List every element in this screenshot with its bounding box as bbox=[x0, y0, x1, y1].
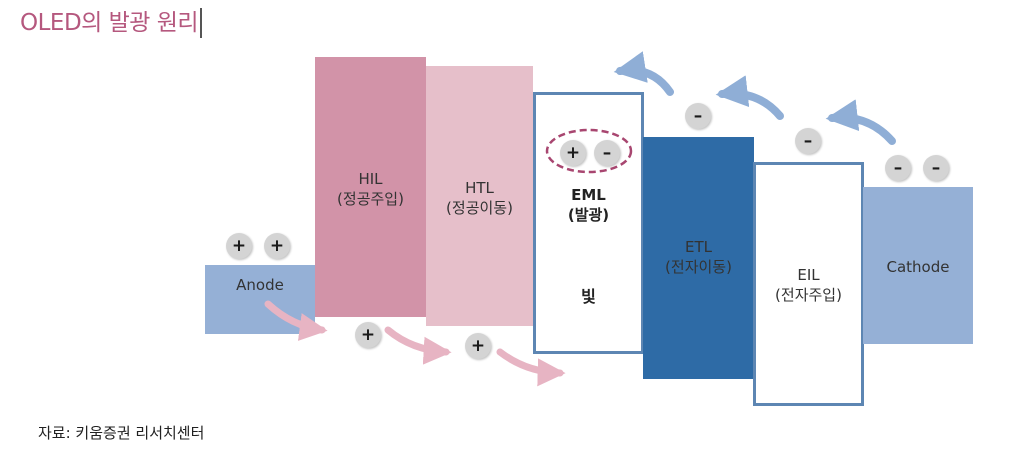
hole-arrow-3 bbox=[496, 348, 566, 387]
eil-label: EIL bbox=[797, 266, 820, 284]
electron-arrow-2 bbox=[715, 75, 784, 120]
eil-layer: EIL (전자주입) bbox=[753, 162, 864, 406]
htl-layer: HTL (정공이동) bbox=[426, 66, 533, 326]
hil-layer: HIL (정공주입) bbox=[315, 57, 426, 317]
anode-label: Anode bbox=[236, 276, 284, 294]
hil-label: HIL bbox=[358, 170, 383, 188]
cathode-label: Cathode bbox=[886, 258, 950, 276]
hil-role: (정공주입) bbox=[337, 190, 404, 208]
electron-arrow-1 bbox=[825, 99, 896, 145]
htl-role: (정공이동) bbox=[446, 199, 513, 217]
htl-label: HTL bbox=[465, 179, 494, 197]
electron-charge-eml: – bbox=[594, 140, 620, 166]
eil-role: (전자주입) bbox=[775, 286, 842, 304]
etl-role: (전자이동) bbox=[665, 258, 732, 276]
light-label: 빛 bbox=[581, 287, 596, 306]
electron-charge: – bbox=[923, 155, 949, 181]
hole-charge-eml: + bbox=[560, 140, 586, 166]
hole-charge: + bbox=[264, 233, 290, 259]
page-title: OLED의 발광 원리 bbox=[20, 8, 203, 38]
eml-role: (발광) bbox=[567, 206, 610, 224]
electron-charge: – bbox=[885, 155, 911, 181]
cathode-layer: Cathode bbox=[863, 187, 973, 344]
eml-layer: EML (발광) 빛 bbox=[533, 92, 644, 354]
electron-charge: – bbox=[685, 103, 711, 129]
eml-label: EML bbox=[571, 186, 606, 204]
etl-label: ETL bbox=[685, 238, 712, 256]
electron-charge: – bbox=[795, 128, 821, 154]
electron-arrow-3 bbox=[613, 51, 674, 96]
hole-arrow-1 bbox=[264, 300, 328, 341]
recombination-ring bbox=[545, 128, 633, 174]
hole-charge: + bbox=[355, 322, 381, 348]
hole-charge: + bbox=[226, 233, 252, 259]
hole-charge: + bbox=[465, 333, 491, 359]
hole-arrow-2 bbox=[384, 326, 452, 365]
etl-layer: ETL (전자이동) bbox=[643, 137, 754, 379]
source-note: 자료: 키움증권 리서치센터 bbox=[38, 424, 205, 442]
